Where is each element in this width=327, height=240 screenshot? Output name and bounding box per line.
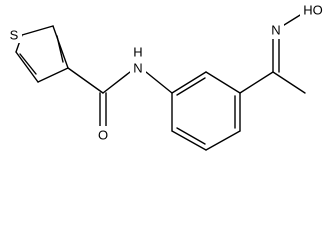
bond-carbonyl-nitrogen xyxy=(102,71,131,94)
bond-ar-4 xyxy=(205,130,241,151)
bond-nitrogen-phenyl xyxy=(145,71,173,94)
bond-ar-2 xyxy=(205,71,241,94)
mask-oxime-nitrogen xyxy=(268,22,284,39)
oxime-nitrogen-atom: N xyxy=(271,23,280,38)
mask-carbonyl-oxygen xyxy=(95,126,111,143)
bond-ar-1 xyxy=(171,71,207,94)
thiophene-ring xyxy=(15,25,69,83)
bond-c2-c3 xyxy=(52,25,69,69)
bond-ring-imine-carbon xyxy=(239,71,274,94)
bond-ar-5 xyxy=(171,130,207,151)
amide-nitrogen-atom: N xyxy=(133,61,142,76)
bond-methyl xyxy=(272,71,306,94)
carbonyl-oxygen-atom: O xyxy=(98,128,108,143)
bond-c4-c5 xyxy=(15,51,39,83)
bond-c3-carbonyl xyxy=(67,67,104,94)
sulfur-atom: S xyxy=(10,28,19,43)
bond-c2-c3-double xyxy=(56,35,64,63)
amide-hydrogen-atom: H xyxy=(133,45,142,60)
bond-c4-c5-double xyxy=(19,53,37,75)
mask-amide-nitrogen xyxy=(130,60,146,77)
bond-ar-5-double xyxy=(176,127,206,145)
mask-hydroxyl xyxy=(300,2,326,19)
chemical-structure: S N H O N HO xyxy=(6,2,326,151)
hydroxyl-group: HO xyxy=(303,3,323,18)
bond-c3-c4 xyxy=(37,67,69,83)
amide-group xyxy=(67,67,173,129)
mask-sulfur xyxy=(6,26,22,43)
bond-s-c2 xyxy=(21,25,54,36)
bond-ar-1-double xyxy=(176,77,206,96)
benzene-ring xyxy=(171,71,241,151)
